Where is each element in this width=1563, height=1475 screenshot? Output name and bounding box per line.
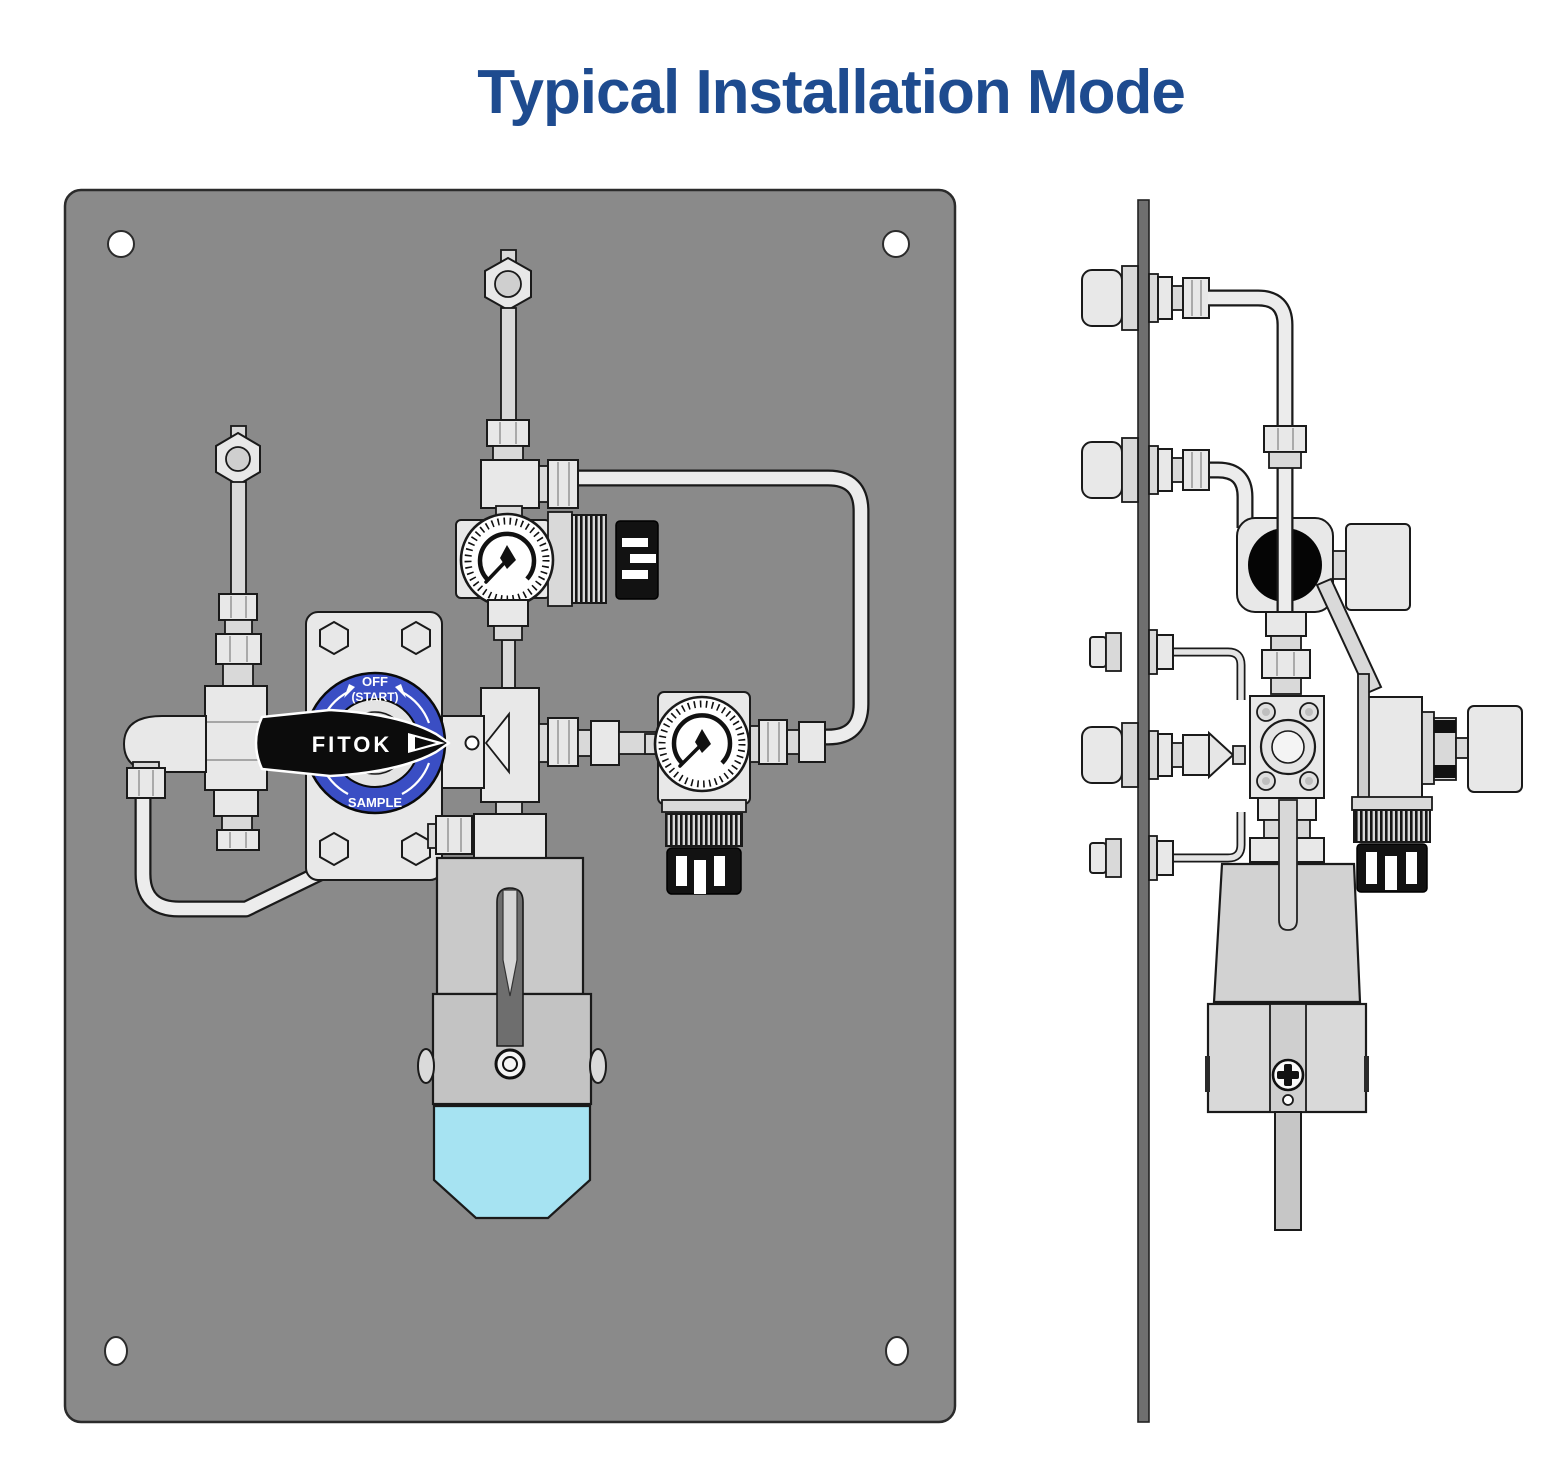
cylinder-upper-side [1212,862,1362,1004]
hex-bolt [319,620,349,656]
pressure-regulator-right [644,691,826,895]
hex-bolt [401,831,431,867]
lever-side [1315,577,1383,695]
slot-screw [494,1048,526,1080]
regulator-body-side [1367,696,1423,800]
mounting-hole [882,230,910,258]
sample-cylinder-side [1205,797,1369,1231]
bracket-bolt-2 [1089,835,1174,881]
liquid-window [432,1104,592,1220]
valve-stem-tube [230,481,247,597]
mounting-hole [885,1336,909,1366]
support-brackets [1158,647,1246,863]
handle-brand-label: FITOK [312,732,393,757]
pin-hole [1282,1094,1294,1106]
rotation-arrow [395,684,406,698]
gauge-needle [500,545,516,569]
hex-bolt [319,831,349,867]
index-screw [464,735,480,751]
side-view [1081,199,1523,1423]
inlet-bulkhead-fitting [480,249,579,521]
side-clip [417,1048,435,1084]
front-view: OFF (START) SAMPLE FITOK [63,188,957,1424]
page-title: Typical Installation Mode [477,58,1185,127]
tee-fitting [480,459,540,509]
cylinder-inlet-valve [473,813,547,861]
valve-label-sample: SAMPLE [348,795,403,810]
inlet-needle-valve [122,425,268,851]
regulator-thread [1353,809,1431,843]
drain-tube-loop [134,798,434,918]
regulator-thread [571,514,607,604]
slot-rod [502,889,518,997]
hex-bolt [401,620,431,656]
valve-label-off: OFF [362,674,388,689]
gauge-needle [695,729,711,753]
bracket-bolt-1 [1089,629,1174,675]
valve-label-start: (START) [351,690,398,704]
mounting-hole [104,1336,128,1366]
mounting-hole [107,230,135,258]
pressure-regulator-top [455,511,659,608]
bulkhead-fitting-1 [1081,265,1210,331]
valve-knob-side [1345,523,1411,611]
regulator-side [1351,673,1523,893]
cone-fitting [1208,730,1235,780]
regulator-thread [665,813,743,847]
cross-fitting [480,599,660,817]
rotation-arrow [344,684,355,698]
bulkhead-fitting-3 [1081,722,1246,788]
valve-handle: FITOK [254,708,451,778]
pressure-gauge-top [459,512,555,608]
mounting-panel-side [1137,199,1150,1423]
bulkhead-fitting-2 [1081,437,1254,528]
handle-bar [1274,1111,1302,1231]
center-rod [1278,799,1298,931]
riser-tube [500,307,517,421]
sample-cylinder [417,813,607,1220]
side-clip [589,1048,607,1084]
stream-valve-side [1208,289,1411,695]
bypass-tube [578,469,870,746]
handle-lever [254,708,451,778]
pressure-gauge-right [653,695,751,793]
adjust-knob-side [1467,705,1523,793]
sampling-valve-side [1249,695,1325,799]
